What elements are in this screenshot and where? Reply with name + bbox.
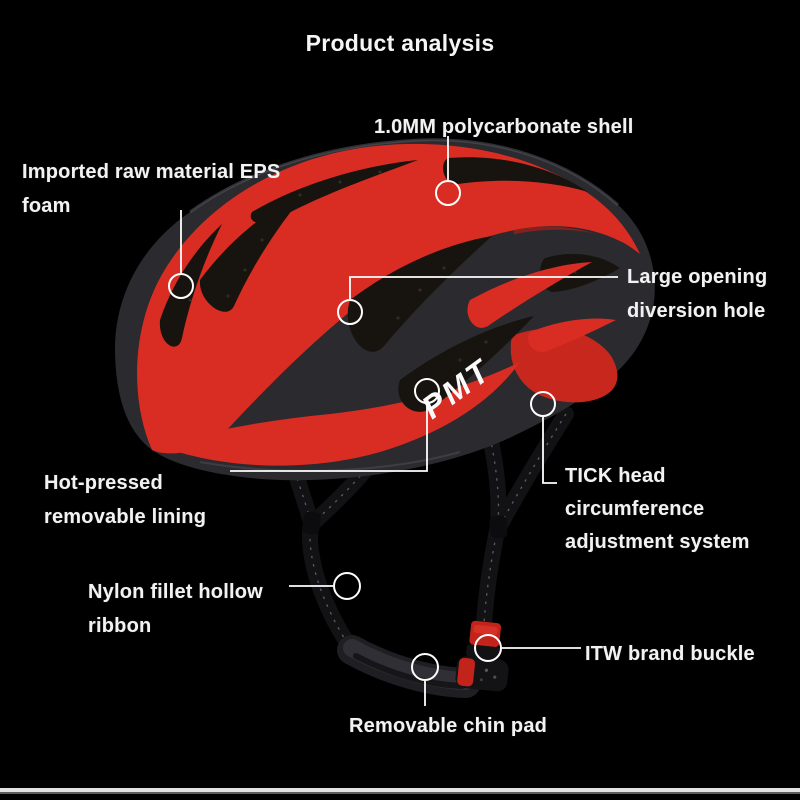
strap-adjuster-right bbox=[489, 515, 508, 539]
marker-lining bbox=[414, 378, 440, 404]
callout-label-shell: 1.0MM polycarbonate shell bbox=[374, 116, 634, 138]
page-title: Product analysis bbox=[305, 30, 495, 56]
marker-chinpad bbox=[411, 653, 439, 681]
marker-diversion bbox=[337, 299, 363, 325]
callout-markers bbox=[168, 180, 556, 681]
chin-pad bbox=[337, 635, 481, 698]
bottom-edge-bar bbox=[0, 788, 800, 794]
marker-buckle bbox=[474, 634, 502, 662]
callout-label-diversion: Large opening diversion hole bbox=[627, 266, 768, 322]
callout-label-lining: Hot-pressed removable lining bbox=[44, 472, 207, 528]
helmet-shell: PMT bbox=[114, 138, 655, 481]
callout-label-ribbon: Nylon fillet hollow ribbon bbox=[88, 581, 263, 637]
callout-label-chinpad: Removable chin pad bbox=[349, 715, 548, 737]
callout-line-tick bbox=[542, 417, 557, 484]
helmet-vents bbox=[159, 157, 620, 412]
callout-label-eps: Imported raw material EPS foam bbox=[22, 161, 281, 217]
strap-adjuster-left bbox=[302, 511, 321, 535]
callout-line-lining bbox=[230, 404, 428, 472]
callout-line-diversion bbox=[349, 276, 618, 299]
marker-tick bbox=[530, 391, 556, 417]
callout-lines bbox=[180, 136, 618, 706]
callout-label-buckle: ITW brand buckle bbox=[585, 643, 755, 665]
marker-eps bbox=[168, 273, 194, 299]
strap-right-lower bbox=[476, 518, 506, 632]
marker-ribbon bbox=[333, 572, 361, 600]
chin-buckle bbox=[455, 620, 509, 692]
callout-label-tick: TICK head circumference adjustment syste… bbox=[565, 465, 750, 553]
marker-shell bbox=[435, 180, 461, 206]
shell-red-lower bbox=[160, 362, 520, 466]
